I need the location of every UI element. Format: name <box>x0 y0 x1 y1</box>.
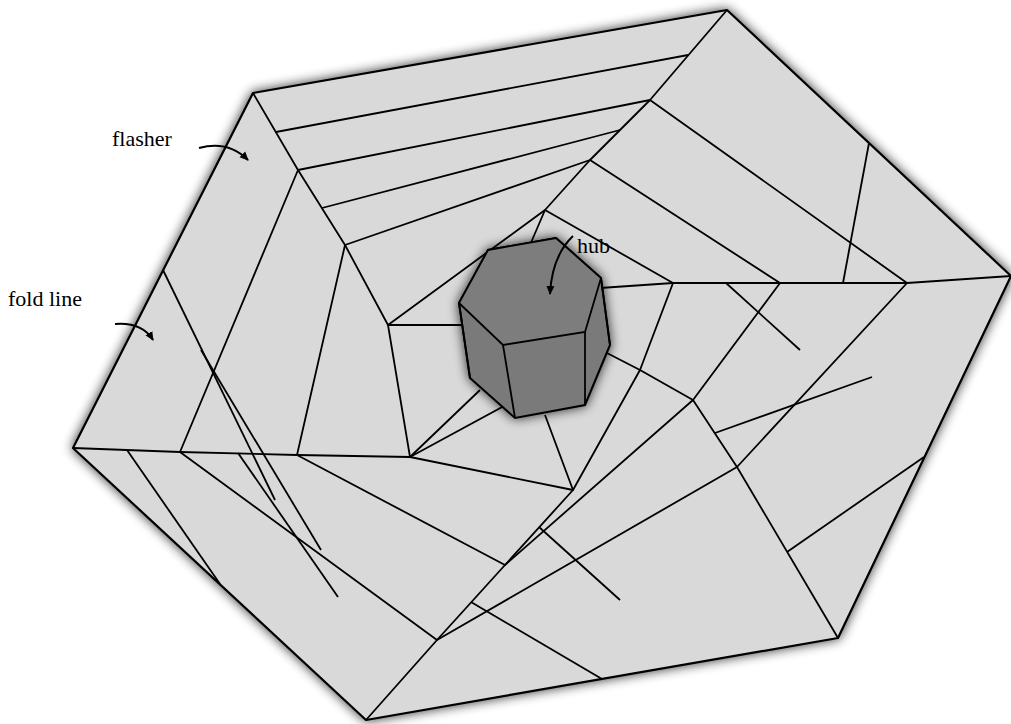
hub-prism <box>459 238 610 418</box>
leader-arrows <box>115 146 573 340</box>
flasher-sheet <box>73 10 1011 720</box>
callout-label: fold line <box>8 288 82 310</box>
callout-label: flasher <box>112 128 172 150</box>
callout-label: hub <box>577 235 610 257</box>
fold-lines <box>73 10 1011 720</box>
